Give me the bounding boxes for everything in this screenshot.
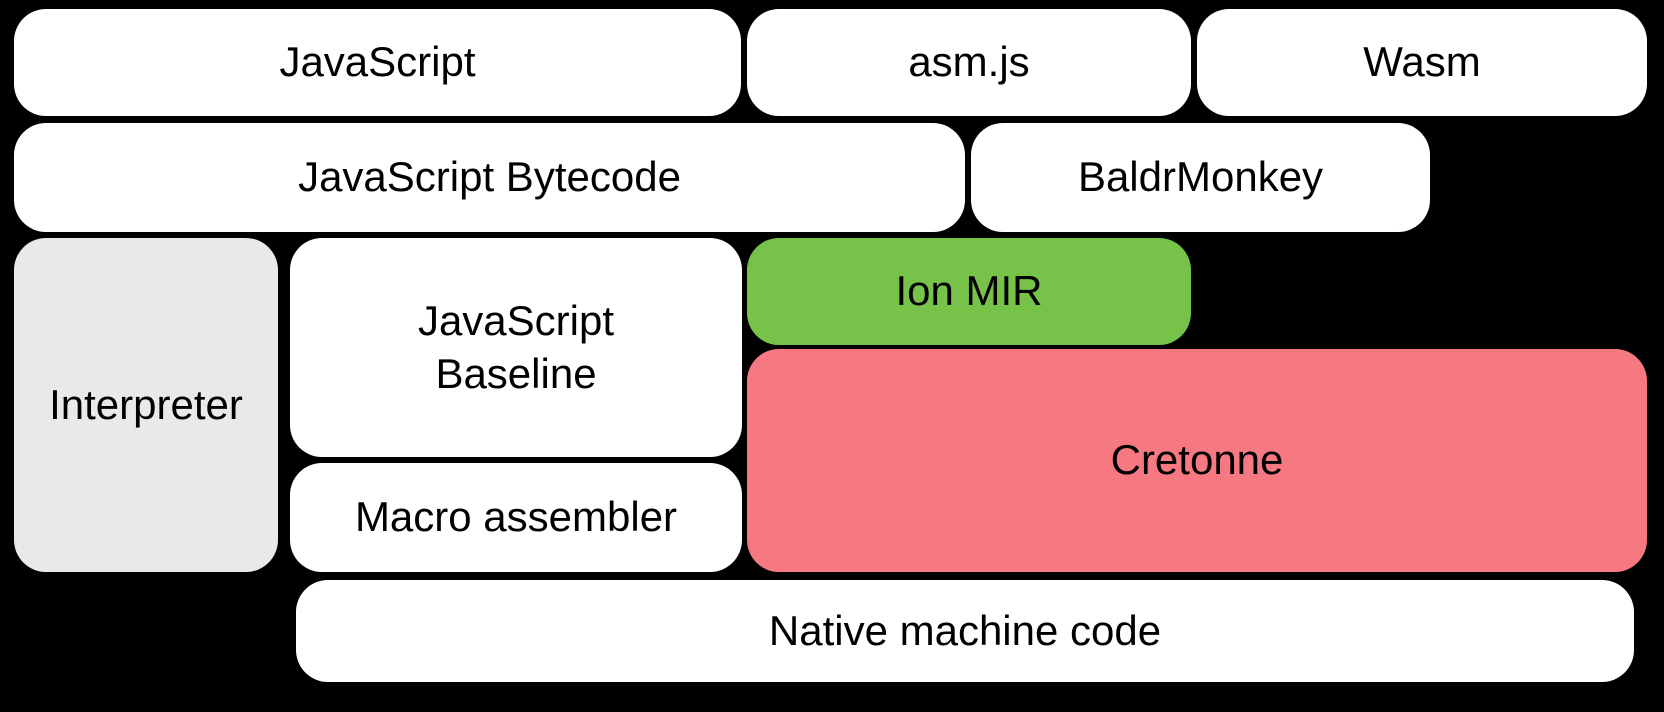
box-javascript-baseline: JavaScript Baseline [290,238,742,457]
box-native-machine-code: Native machine code [296,580,1634,682]
box-cretonne-label: Cretonne [1110,436,1284,484]
box-asmjs-label: asm.js [908,38,1030,86]
box-wasm-label: Wasm [1363,38,1481,86]
box-javascript-baseline-label: JavaScript Baseline [417,297,615,397]
box-baldrmonkey-label: BaldrMonkey [1077,153,1324,201]
box-javascript: JavaScript [14,9,741,116]
box-ion-mir: Ion MIR [747,238,1191,345]
box-macro-assembler-label: Macro assembler [354,493,678,541]
box-javascript-bytecode-label: JavaScript Bytecode [298,153,681,201]
box-ion-mir-label: Ion MIR [895,267,1043,315]
box-wasm: Wasm [1197,9,1647,116]
box-cretonne: Cretonne [747,349,1647,572]
box-interpreter-label: Interpreter [49,380,243,428]
box-baldrmonkey: BaldrMonkey [971,123,1430,232]
box-javascript-label: JavaScript [279,38,476,86]
box-javascript-bytecode: JavaScript Bytecode [14,123,965,232]
box-native-machine-code-label: Native machine code [768,606,1162,654]
box-interpreter: Interpreter [14,238,278,572]
box-asmjs: asm.js [747,9,1191,116]
box-macro-assembler: Macro assembler [290,463,742,572]
